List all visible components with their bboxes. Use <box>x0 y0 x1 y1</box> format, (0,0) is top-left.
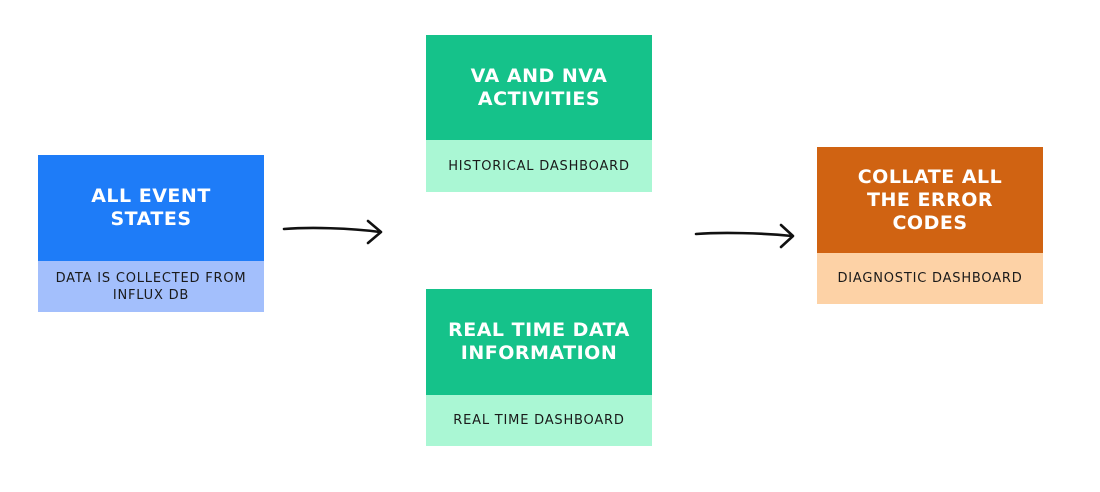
arrow-right-icon <box>282 219 383 245</box>
node-subtitle: DATA IS COLLECTED FROM INFLUX DB <box>38 261 264 312</box>
node-title: COLLATE ALL THE ERROR CODES <box>817 147 1043 253</box>
node-subtitle: DIAGNOSTIC DASHBOARD <box>817 253 1043 304</box>
node-title: VA AND NVA ACTIVITIES <box>426 35 652 140</box>
node-subtitle: REAL TIME DASHBOARD <box>426 395 652 446</box>
node-title: REAL TIME DATA INFORMATION <box>426 289 652 395</box>
node-all-event-states: ALL EVENT STATES DATA IS COLLECTED FROM … <box>38 155 264 312</box>
arrow-right-icon <box>694 223 795 249</box>
node-real-time-data-information: REAL TIME DATA INFORMATION REAL TIME DAS… <box>426 289 652 446</box>
node-title: ALL EVENT STATES <box>38 155 264 261</box>
node-va-nva-activities: VA AND NVA ACTIVITIES HISTORICAL DASHBOA… <box>426 35 652 192</box>
node-subtitle: HISTORICAL DASHBOARD <box>426 140 652 192</box>
node-collate-error-codes: COLLATE ALL THE ERROR CODES DIAGNOSTIC D… <box>817 147 1043 304</box>
